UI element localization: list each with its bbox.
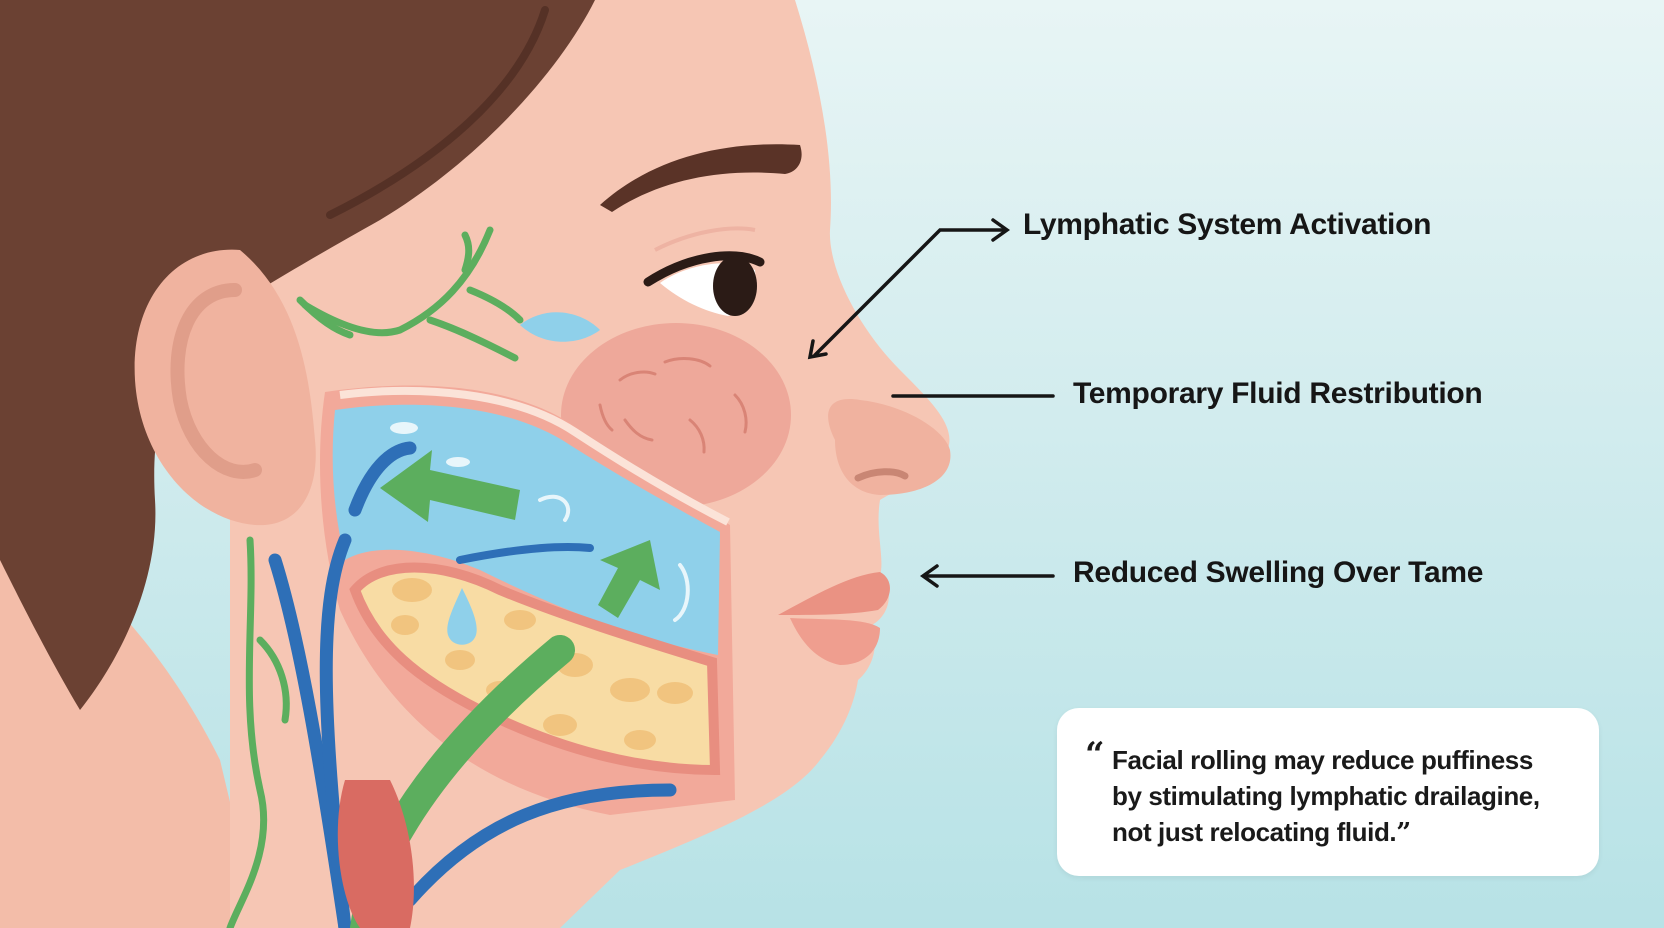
eye-upper-lid xyxy=(643,251,765,287)
fluid-layer-edge xyxy=(339,386,730,526)
callout-arrow-1-head-left xyxy=(807,339,828,360)
quote-text: Facial rolling may reduce puffiness by s… xyxy=(1112,742,1592,851)
fat-droplet xyxy=(447,588,477,645)
quote-line: Facial rolling may reduce puffiness xyxy=(1112,745,1533,775)
flow-arrow-left xyxy=(380,450,520,522)
cheek-texture xyxy=(598,357,748,454)
callout-arrow-1 xyxy=(813,228,1007,357)
quote-close-mark: ” xyxy=(1396,818,1411,848)
label-reduced-swelling: Reduced Swelling Over Tame xyxy=(1073,556,1484,589)
fluid-bubble xyxy=(390,422,418,434)
label-lymphatic-activation: Lymphatic System Activation xyxy=(1023,208,1432,241)
nose-wing xyxy=(828,399,951,495)
label-fluid-redistribution: Temporary Fluid Restribution xyxy=(1073,377,1483,410)
upper-lip xyxy=(778,572,890,615)
quote-line-text: not just relocating fluid. xyxy=(1112,817,1397,847)
eye-crease xyxy=(654,226,756,252)
fluid-swirl xyxy=(538,494,571,522)
hair xyxy=(0,0,595,710)
eyebrow xyxy=(600,144,802,212)
callout-arrows xyxy=(807,218,1055,588)
callout-arrow-3-head xyxy=(919,564,939,588)
callout-arrow-1-head-right xyxy=(991,218,1011,242)
lower-lip xyxy=(790,618,880,665)
ear-inner xyxy=(170,283,262,479)
quote-line: by stimulating lymphatic drailagine, xyxy=(1112,781,1540,811)
ear xyxy=(134,249,316,526)
quote-line-last: not just relocating fluid.” xyxy=(1112,814,1592,851)
fluid-bubble xyxy=(446,457,470,467)
nostril xyxy=(854,468,909,482)
fluid-drop xyxy=(520,312,600,342)
iris xyxy=(713,256,757,316)
flow-arrow-up xyxy=(598,540,660,618)
hair-strand xyxy=(326,6,549,219)
throat xyxy=(337,780,414,928)
quote-open-mark: “ xyxy=(1085,735,1105,775)
fluid-highlight xyxy=(673,563,690,622)
green-lymph-vessels xyxy=(226,226,524,928)
quote-card: “ Facial rolling may reduce puffiness by… xyxy=(1057,708,1599,876)
blue-vessels xyxy=(268,441,677,928)
